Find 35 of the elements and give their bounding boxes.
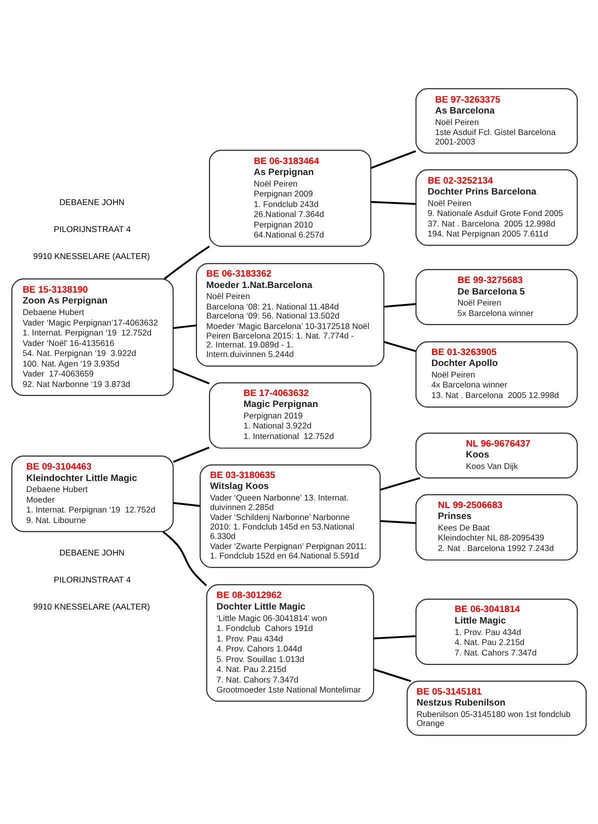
node-box: BE 15-3138190 Zoon As Perpignan Debaene Hubert Vader ‘Magic Perpignan’17-4063632 1. Internat. Perpignan ‘19 12.752d Vader ‘Noël’ 16-4135616 54. Nat. Perpignan ‘19 3.922d 100. Nat. Agen ‘19 3.935d Vader 17-4063659 92. Nat Narbonne ‘19 3.873d	[11, 278, 174, 396]
connector	[173, 324, 197, 329]
label: DEBAENE JOHN	[59, 548, 125, 558]
node-box: BE 99-3275683 De Barcelona 5 Noël Peiren 5x Barcelona winner	[415, 269, 578, 326]
connector	[380, 520, 416, 524]
node-box: BE 09-3104463 Kleindochter Little Magic Debaene Hubert Moeder 1. Internat. Perpignan ‘19 12.752d 9. Nat. Libourne	[11, 456, 174, 532]
connector	[173, 368, 210, 384]
connector	[162, 531, 208, 586]
node-box: BE 06-3183362 Moeder 1.Nat.Barcelona Noël Peiren Barcelona ‘08: 21. National 11.484d Barcelona ‘09: 56. National 13.502d Moeder ‘Magic Barcelona’ 10-3172518 Noël Peiren Barcelona 2015: 1. Nat. 7.774d - 2. Internat. 19.089d - 1. Intern.duivinnen 5.244d	[196, 262, 384, 367]
connector	[384, 303, 416, 308]
node-box: BE 97-3263375 As Barcelona Noël Peiren 1ste Asduif Fcl. Gistel Barcelona 2001-2003	[415, 88, 578, 154]
label: DEBAENE JOHN	[59, 196, 125, 207]
connector	[173, 502, 200, 507]
label: 9910 KNESSELARE (AALTER)	[33, 251, 150, 262]
node-box: BE 06-3041814 Little Magic 1. Prov. Pau 434d 4. Nat. Pau 2.215d 7. Nat. Cahors 7.347d	[415, 598, 578, 665]
node-box: NL 99-2506683 Prinses Kees De Baat Kleindochter NL 88-2095439 2. Nat . Barcelona 1992 7.243d	[415, 494, 578, 561]
label: PILORIJNSTRAAT 4	[54, 574, 131, 585]
node-box: BE 06-3183464 As Perpignan Noël Peiren Perpignan 2009 1. Fondclub 243d 26.National 7.364d Perpignan 2010 64.National 6.257d	[208, 150, 372, 247]
connector	[370, 150, 416, 169]
connector	[380, 477, 420, 491]
node-box: NL 96-9676437 Koos Koos Van Dijk	[415, 432, 578, 479]
connector	[173, 446, 210, 463]
label: PILORIJNSTRAAT 4	[54, 224, 131, 234]
label: 9910 KNESSELARE (AALTER)	[33, 602, 150, 612]
connector	[373, 668, 412, 682]
node-box: BE 03-3180635 Witslag Koos Vader ‘Queen Narbonne’ 13. Internat. duivinnen 2.285d Vader ‘Schildenj Narbonne’ Narbonne 2010: 1. Fondclub 145d en 53.National 6.330d Vader ‘Zwarte Perpignan’ Perpignan 2011: 1. Fondclub 152d en 64.National 5.591d	[200, 464, 381, 568]
connector	[371, 200, 416, 205]
connector	[384, 341, 416, 352]
connector	[374, 635, 416, 640]
node-box: BE 17-4063632 Magic Perpignan Perpignan 2019 1. National 3.922d 1. International 12.752d	[208, 382, 372, 449]
node-box: BE 01-3263905 Dochter Apollo Noël Peiren 4x Barcelona winner 13. Nat . Barcelona 2005 12.998d	[415, 341, 578, 408]
connector	[164, 246, 210, 280]
node-box: BE 05-3145181 Nestzus Rubenilson Rubenilson 05-3145180 won 1st fondclub Orange	[406, 680, 587, 736]
node-box: BE 08-3012962 Dochter Little Magic ‘Little Magic 06-3041814’ won 1. Fondclub Cahors 191d 1. Prov. Pau 434d 4. Prov. Cahors 1.044d 5. Prov. Souillac 1.013d 4. Nat. Pau 2.215d 7. Nat. Cahors 7.347d Grootmoeder 1ste National Montelimar	[206, 584, 374, 702]
node-box: BE 02-3252134 Dochter Prins Barcelona Noël Peiren 9. Nationale Asduif Grote Fond 2005 37. Nat . Barcelona 2005 12.998d 194. Nat Perpignan 2005 7.611d	[415, 169, 578, 246]
